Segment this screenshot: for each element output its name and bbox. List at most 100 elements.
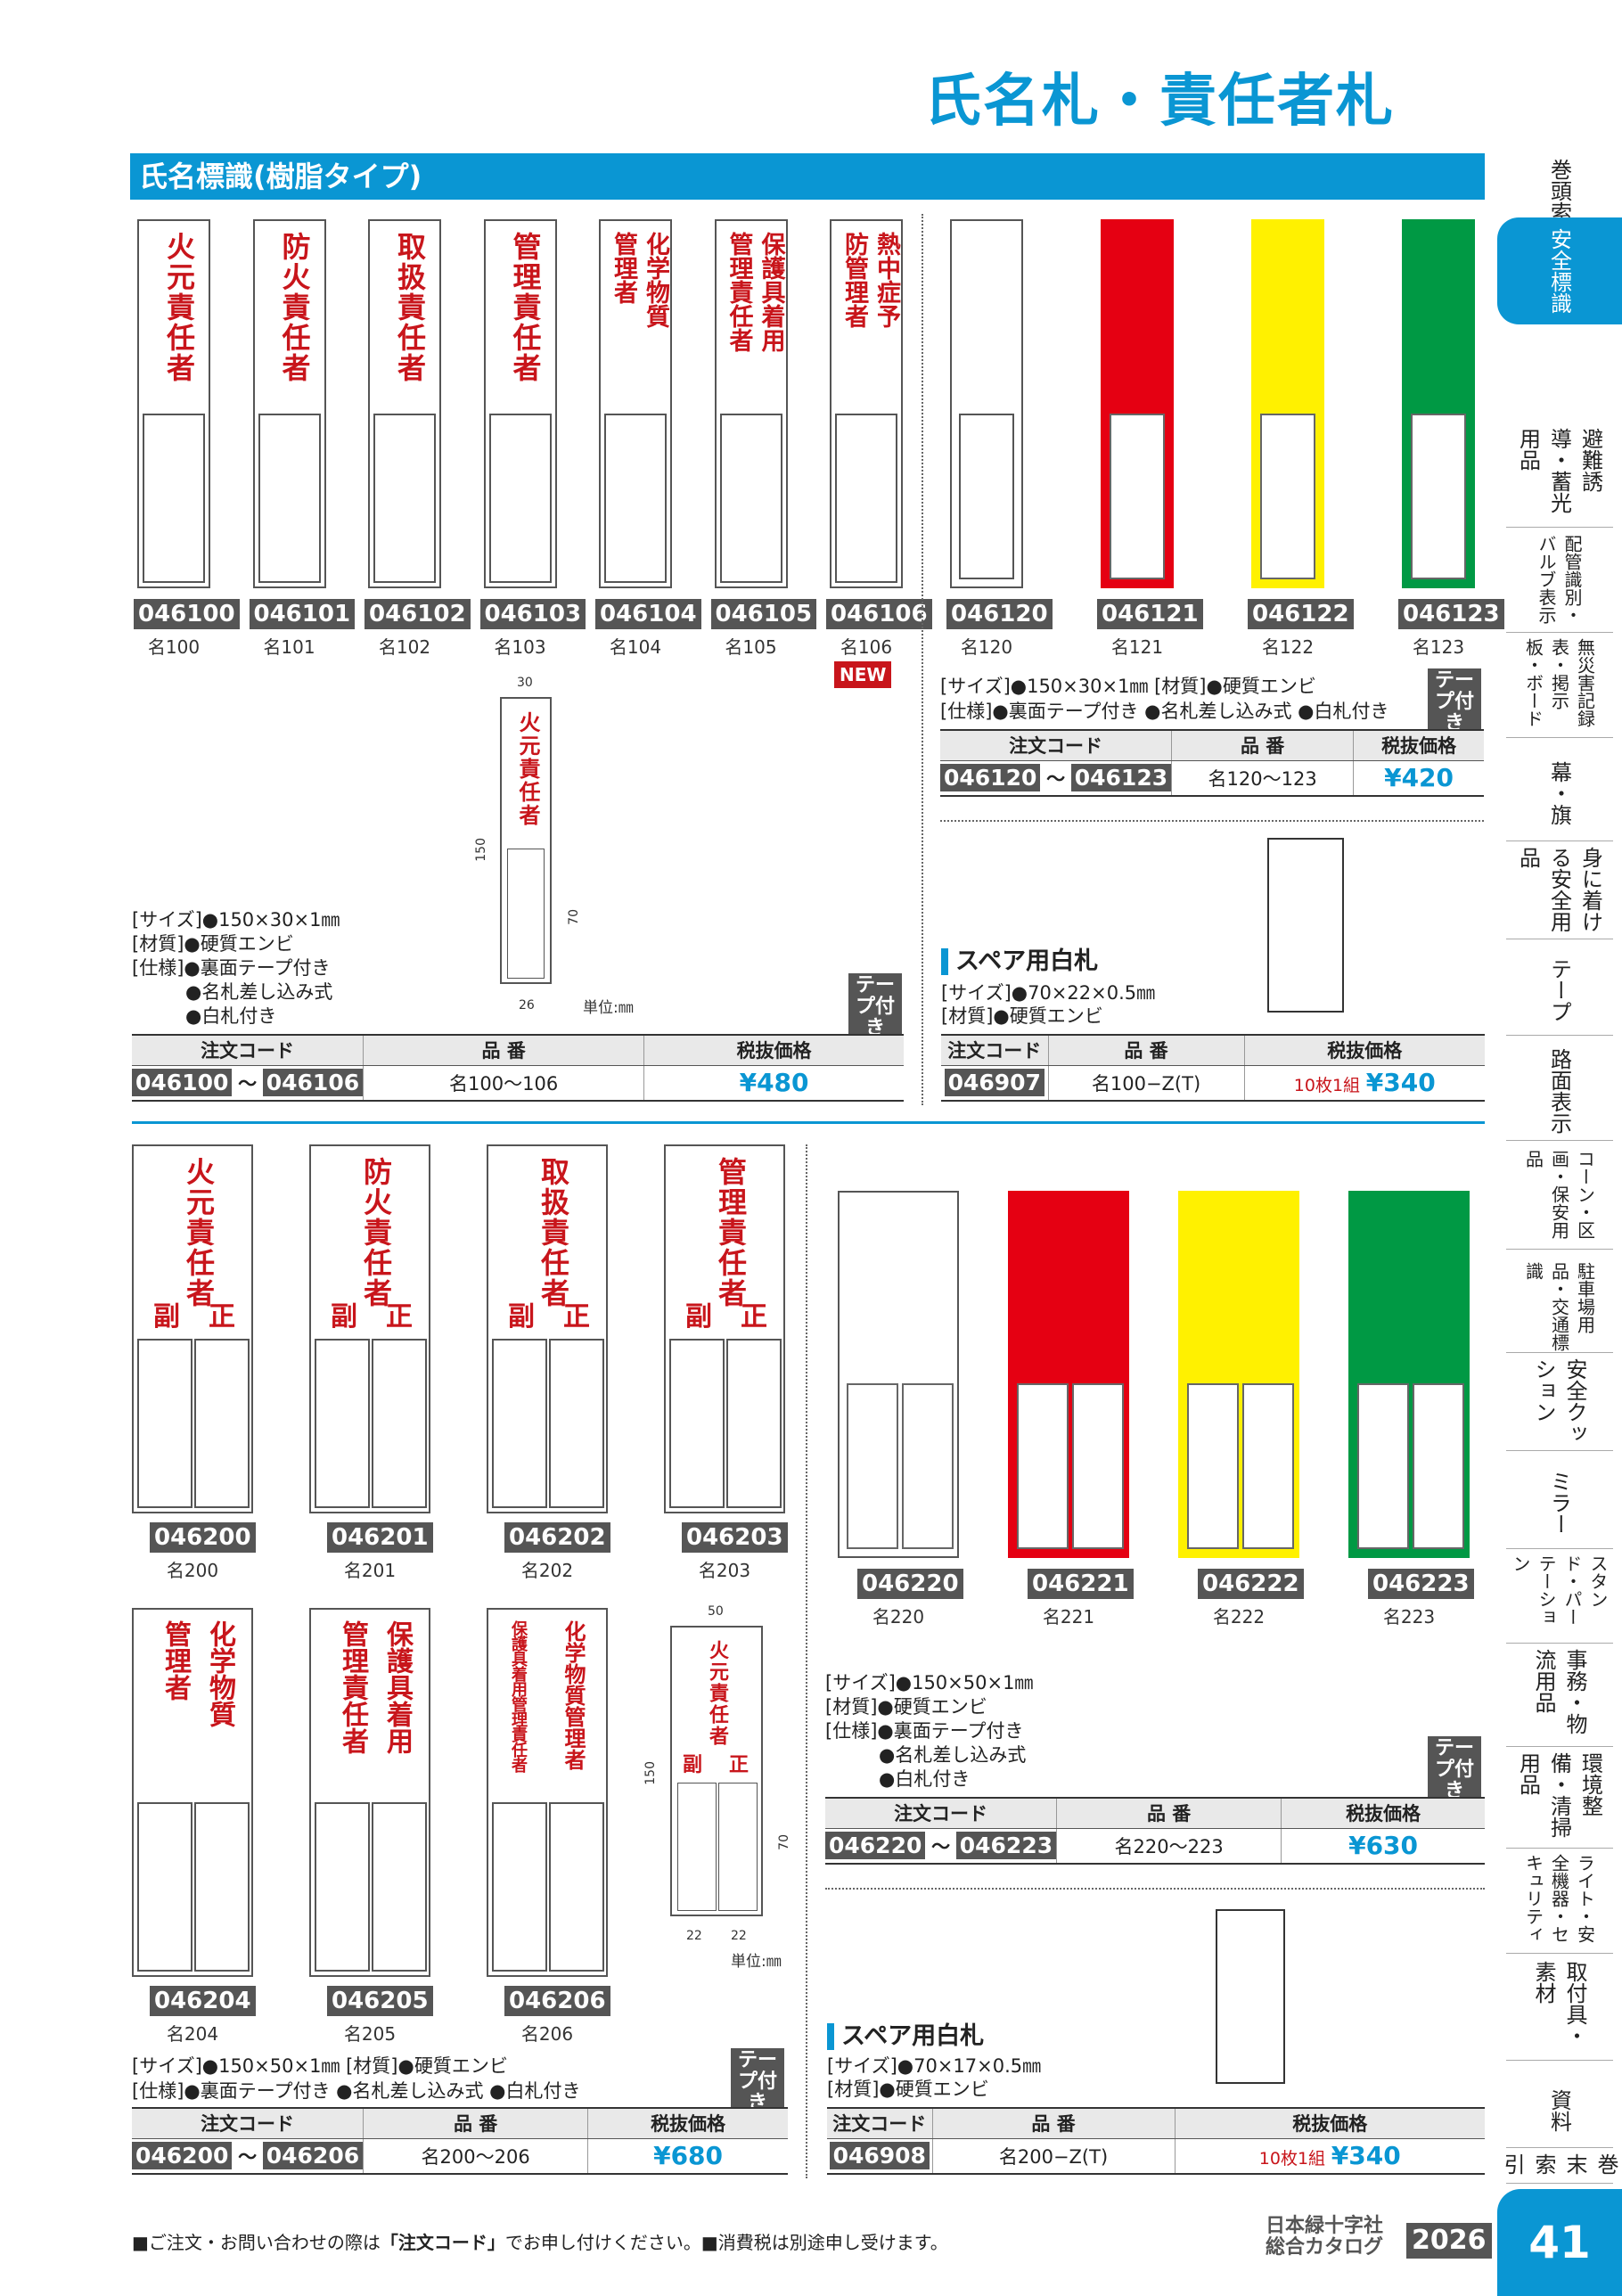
order-code: 046203: [682, 1522, 788, 1553]
page-number: 41: [1497, 2189, 1622, 2296]
name-plate: 熱中症予防管理者: [830, 219, 903, 588]
name-plate: 取扱責任者: [368, 219, 441, 588]
plate-label: 取扱責任者: [537, 1157, 570, 1308]
double-color-plate: [838, 1191, 959, 1558]
product-number: 名122: [1261, 636, 1315, 658]
plate-label: 防火責任者: [277, 232, 312, 383]
sidebar-item-active[interactable]: 安全標識: [1497, 217, 1622, 324]
order-code: 046105: [710, 599, 817, 629]
tape-badge: テープ付き: [1428, 1736, 1481, 1804]
sidebar-item[interactable]: 避難誘導・蓄光用品: [1506, 428, 1613, 528]
double-plate: 化学物質管理者: [132, 1608, 253, 1977]
order-code: 046123: [1398, 599, 1504, 629]
plate-label: 管理責任者: [714, 1157, 748, 1308]
spare2-title: スペア用白札: [827, 2023, 984, 2050]
plate-label: 火元責任者: [162, 232, 196, 383]
plate-pocket: [373, 414, 436, 583]
sidebar-item[interactable]: 環境整備・清掃用品: [1506, 1752, 1613, 1849]
plate-label: 管理責任者: [725, 232, 753, 352]
product-number: 名222: [1212, 1606, 1266, 1628]
diagram1-plate: 火元責任者: [500, 697, 552, 984]
product-number: 名101: [263, 636, 315, 658]
order-code: 046220: [857, 1569, 963, 1599]
sidebar-item[interactable]: スタンド・パーテーション: [1506, 1554, 1613, 1644]
plate-pocket: [1242, 1383, 1294, 1549]
sidebar-item[interactable]: 駐車場用品・交通標識: [1506, 1262, 1613, 1353]
product-number: 名200: [166, 1560, 219, 1581]
order-code: 046202: [504, 1522, 610, 1553]
name-plate: 管理責任者: [483, 219, 557, 588]
sidebar-item[interactable]: 無災害記録表・掲示板・ボード: [1506, 638, 1613, 738]
sidebar-item[interactable]: 身に着ける安全用品: [1506, 847, 1613, 939]
plate-pocket: [258, 414, 321, 583]
product-number: 名120: [960, 636, 1013, 658]
plate-pocket: [959, 414, 1014, 579]
spare2-plate: [1216, 1909, 1285, 2084]
product-number: 名106: [840, 636, 893, 658]
fuku-label: 副: [685, 1301, 712, 1332]
plate-label: 化学物質: [204, 1620, 235, 1727]
product-number: 名201: [343, 1560, 397, 1581]
sidebar-item[interactable]: 路面表示: [1506, 1041, 1613, 1141]
tape-badge: テープ付き: [848, 973, 902, 1041]
color-plate: [1101, 219, 1174, 588]
order-code: 046100: [134, 599, 240, 629]
sidebar-item[interactable]: 幕・旗: [1506, 745, 1613, 841]
section-title: 氏名標識(樹脂タイプ): [130, 153, 1485, 200]
sei-label: 正: [563, 1301, 590, 1332]
sidebar-item[interactable]: 事務・物流用品: [1506, 1649, 1613, 1747]
plate-label: 保護具着用: [757, 232, 785, 352]
color-plate: [1402, 219, 1475, 588]
double-plate: 化学物質管理者保護具着用管理責任者: [487, 1608, 608, 1977]
plate-label: 化学物質管理者: [561, 1620, 586, 1770]
plate-pocket: [137, 1802, 193, 1972]
sidebar-item[interactable]: コーン・区画・保安用品: [1506, 1150, 1613, 1250]
order-code: 046106: [826, 599, 932, 629]
sidebar-item[interactable]: ミラー: [1506, 1456, 1613, 1549]
name-plate: 化学物質管理者: [599, 219, 672, 588]
sidebar-item[interactable]: ライト・安全機器・セキュリティ: [1506, 1854, 1613, 1954]
sidebar-item[interactable]: 巻末索引: [1500, 2153, 1618, 2184]
sidebar-item[interactable]: 配管識別・バルブ表示: [1506, 535, 1613, 633]
order-code: 046104: [595, 599, 701, 629]
order-code: 046121: [1097, 599, 1203, 629]
sidebar-item[interactable]: 安全クッション: [1506, 1358, 1613, 1451]
sei-label: 正: [386, 1301, 413, 1332]
sidebar-item[interactable]: 取付具・素材: [1506, 1961, 1613, 2061]
product-number: 名205: [343, 2023, 397, 2045]
fuku-label: 副: [331, 1301, 357, 1332]
plate-pocket: [137, 1339, 193, 1508]
sei-label: 正: [741, 1301, 767, 1332]
plate-pocket: [372, 1802, 427, 1972]
spare1-title: スペア用白札: [941, 948, 1098, 975]
plate-label: 熱中症予: [872, 232, 900, 328]
plate-pocket: [1260, 414, 1315, 579]
product-number: 名121: [1110, 636, 1164, 658]
footer-note: ■ご注文・お問い合わせの際は「注文コード」でお申し付けください。■消費税は別途申…: [132, 2232, 948, 2253]
sidebar-item[interactable]: 資料: [1506, 2073, 1613, 2148]
double-color-plate: [1348, 1191, 1470, 1558]
plate-pocket: [492, 1802, 547, 1972]
plate-label: 火元責任者: [182, 1157, 216, 1308]
new-badge: NEW: [834, 661, 892, 688]
plate-label: 取扱責任者: [393, 232, 427, 383]
footer-year: 2026: [1406, 2223, 1492, 2259]
double-plate: 保護具着用管理責任者: [309, 1608, 430, 1977]
plate-pocket: [315, 1802, 370, 1972]
plate-label: 防管理者: [840, 232, 868, 328]
product-number: 名220: [872, 1606, 925, 1628]
plate-label: 管理者: [160, 1620, 191, 1701]
plate-pocket: [1017, 1383, 1069, 1549]
plate-pocket: [372, 1339, 427, 1508]
sidebar-item[interactable]: テープ: [1506, 945, 1613, 1036]
order-code: 046201: [327, 1522, 433, 1553]
plate-pocket: [1072, 1383, 1124, 1549]
plate-pocket: [1110, 414, 1165, 579]
page-title: 氏名札・責任者札: [924, 69, 1395, 135]
plate-label: 化学物質: [642, 232, 669, 328]
plate-pocket: [492, 1339, 547, 1508]
plate-pocket: [194, 1802, 250, 1972]
double-plate: 火元責任者副正: [132, 1144, 253, 1513]
product-number: 名100: [147, 636, 201, 658]
plate-label: 管理責任者: [508, 232, 543, 383]
